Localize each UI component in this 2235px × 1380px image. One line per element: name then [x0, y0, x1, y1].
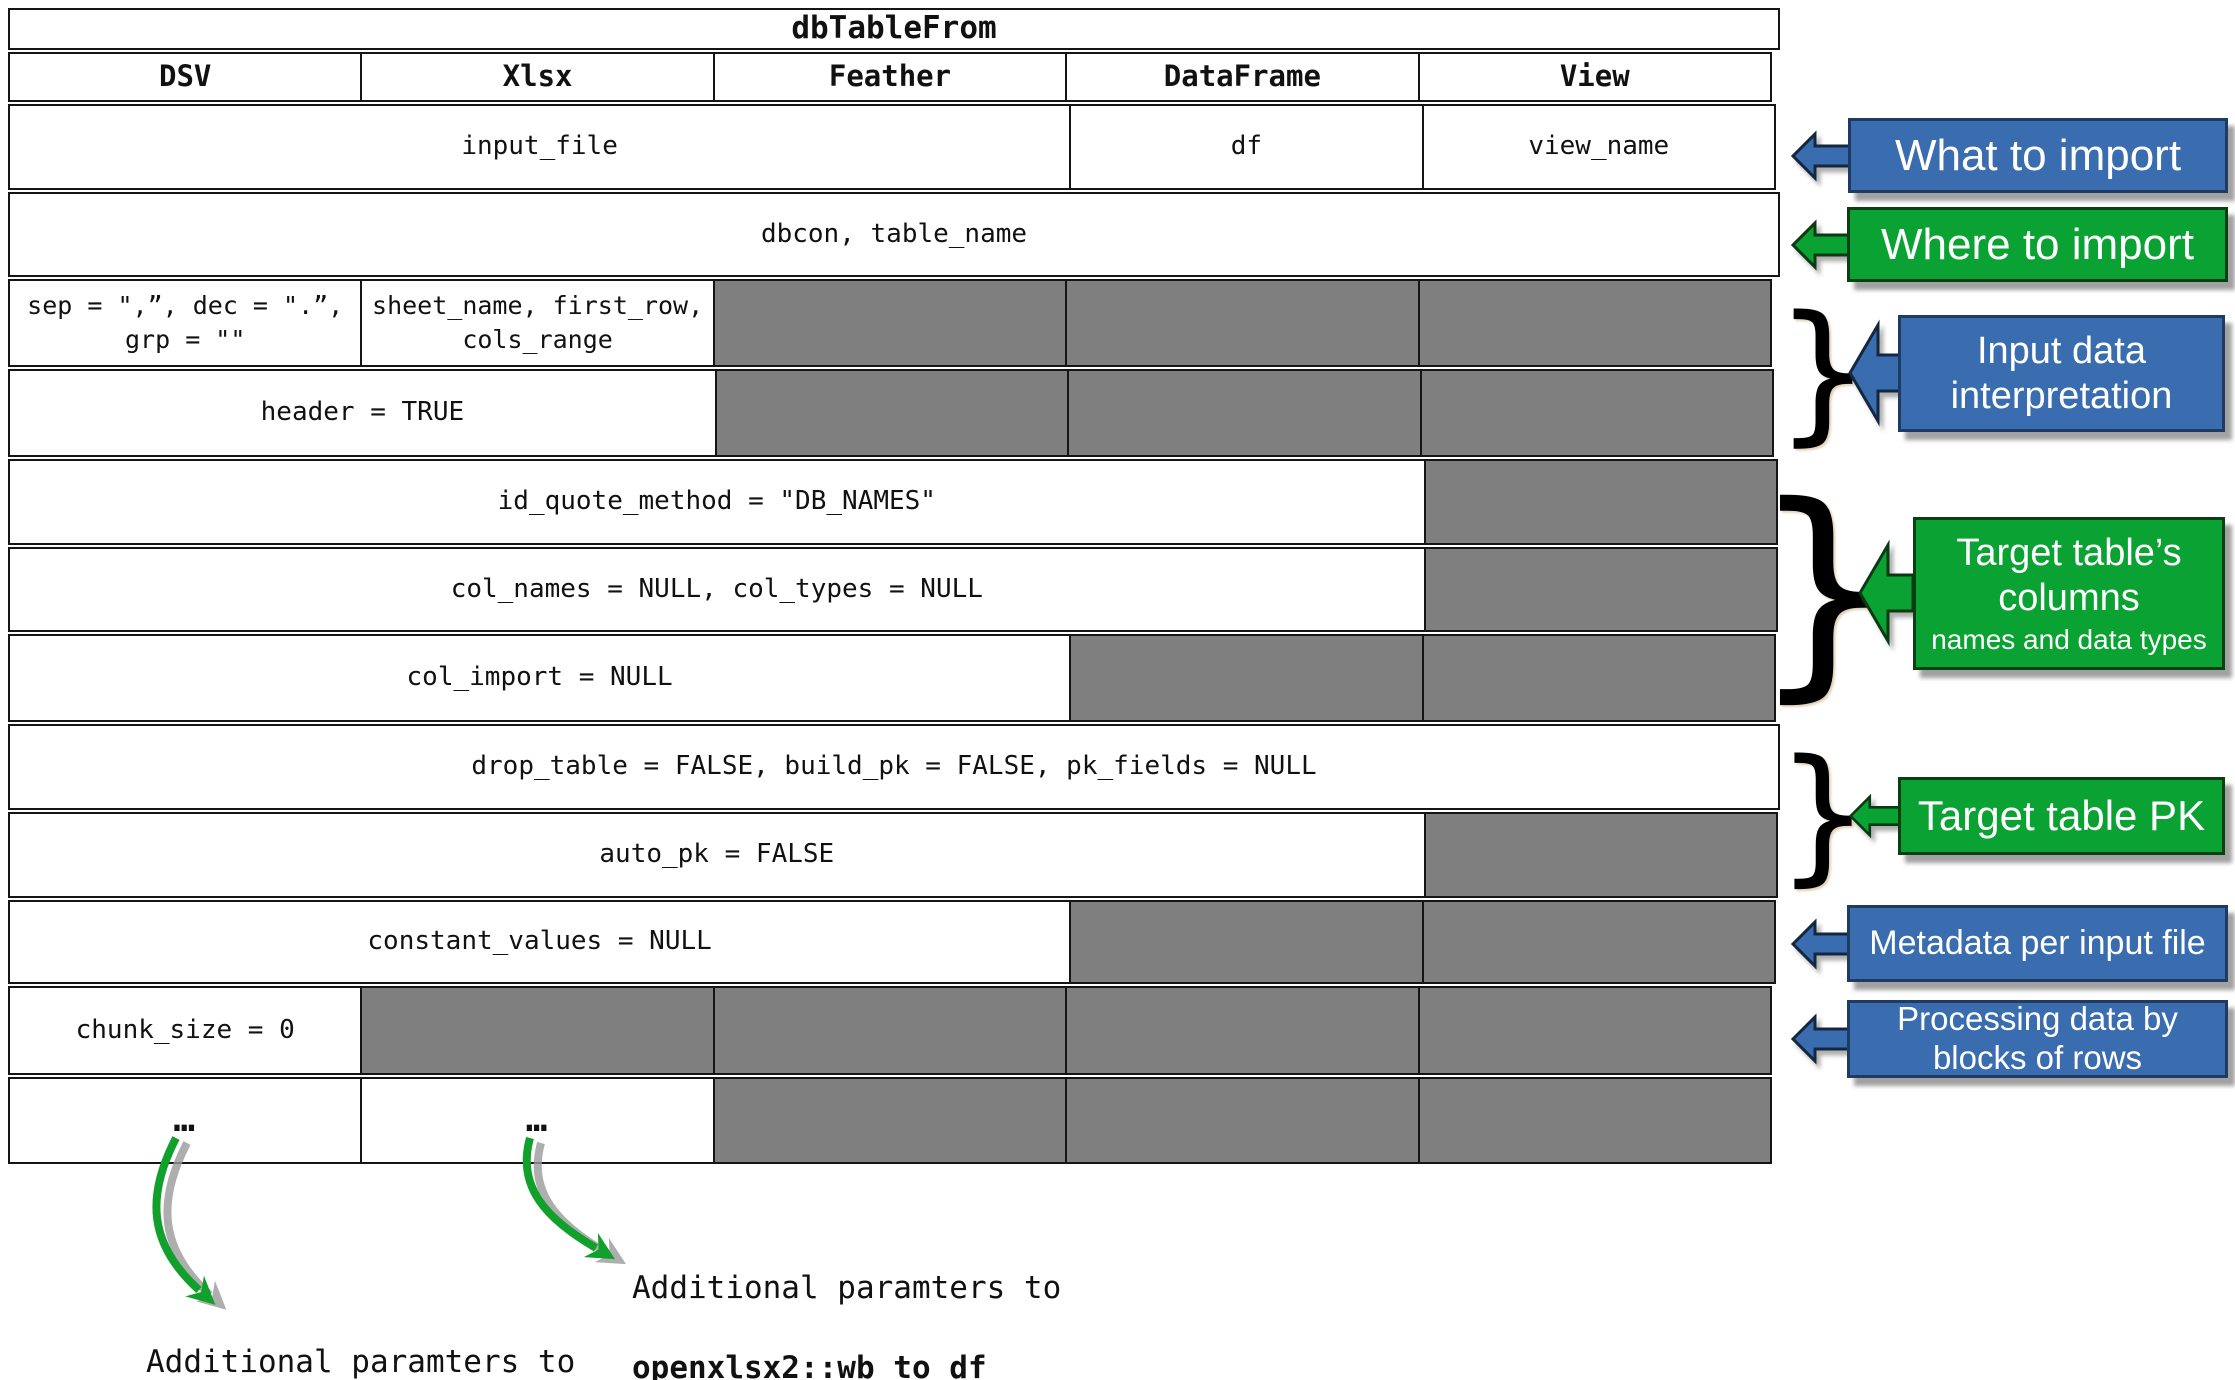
cell-df: df: [1069, 104, 1424, 190]
cell-gray: [1421, 634, 1776, 722]
cell-gray: [1423, 547, 1778, 632]
table-row: col_names = NULL, col_types = NULL: [8, 547, 1780, 632]
label-processing-blocks: Processing data by blocks of rows: [1847, 1000, 2228, 1078]
table-row: dbcon, table_name: [8, 192, 1780, 277]
cell-gray: [1423, 459, 1778, 545]
cell-gray: [360, 986, 715, 1075]
footnote-function: openxlsx2::wb_to_df: [632, 1350, 987, 1380]
cell-gray: [1421, 900, 1776, 984]
col-header-dataframe: DataFrame: [1065, 52, 1420, 102]
left-arrow-icon: [1848, 319, 1904, 427]
label-subtext: names and data types: [1931, 623, 2207, 655]
table-title: dbTableFrom: [8, 8, 1780, 50]
label-what-to-import: What to import: [1848, 118, 2228, 193]
cell-auto-pk: auto_pk = FALSE: [8, 812, 1426, 898]
cell-gray: [1065, 1077, 1420, 1164]
left-arrow-icon: [1848, 793, 1902, 839]
cell-id-quote-method: id_quote_method = "DB_NAMES": [8, 459, 1426, 545]
parameter-table: dbTableFrom DSV Xlsx Feather DataFrame V…: [8, 8, 1780, 1164]
label-text: What to import: [1894, 130, 2182, 180]
cell-input-file: input_file: [8, 104, 1072, 190]
left-arrow-icon: [1858, 539, 1914, 647]
cell-gray: [1069, 900, 1424, 984]
label-input-data-interpretation: Input data interpretation: [1898, 315, 2225, 432]
col-header-xlsx: Xlsx: [360, 52, 715, 102]
cell-col-import: col_import = NULL: [8, 634, 1072, 722]
left-arrow-icon: [1790, 130, 1852, 182]
table-row: drop_table = FALSE, build_pk = FALSE, pk…: [8, 724, 1780, 810]
table-row: input_file df view_name: [8, 104, 1780, 190]
cell-gray: [1419, 369, 1774, 457]
footnote-xlsx: Additional paramters to openxlsx2::wb_to…: [632, 1228, 1061, 1380]
cell-sheet-name-first-row: sheet_name, first_row, cols_range: [360, 279, 715, 367]
brace-icon: }: [1774, 283, 1872, 460]
table-row: header = TRUE: [8, 369, 1780, 457]
footnote-dsv: Additional paramters to base::scan: [146, 1302, 575, 1380]
table-row: dbTableFrom: [8, 8, 1780, 50]
cell-gray: [714, 369, 1070, 457]
footnote-text: Additional paramters to: [146, 1344, 576, 1380]
label-text: Target table PK: [1917, 792, 2206, 840]
cell-gray: [1423, 812, 1778, 898]
cell-drop-table-build-pk: drop_table = FALSE, build_pk = FALSE, pk…: [8, 724, 1780, 810]
cell-xlsx-ellipsis: …: [360, 1077, 715, 1164]
brace-icon: }: [1775, 728, 1871, 900]
cell-gray: [1417, 1077, 1772, 1164]
label-text: Metadata per input file: [1869, 924, 2206, 963]
table-row: col_import = NULL: [8, 634, 1780, 722]
cell-gray: [712, 1077, 1068, 1164]
col-header-view: View: [1417, 52, 1772, 102]
cell-dbcon-table-name: dbcon, table_name: [8, 192, 1780, 277]
table-row: constant_values = NULL: [8, 900, 1780, 984]
cell-header-true: header = TRUE: [8, 369, 717, 457]
brace-icon: }: [1751, 456, 1897, 722]
cell-sep-dec-grp: sep = ",”, dec = ".”, grp = "": [8, 279, 363, 367]
label-metadata-per-file: Metadata per input file: [1847, 905, 2228, 982]
table-row: id_quote_method = "DB_NAMES": [8, 459, 1780, 545]
label-text: Input data interpretation: [1950, 329, 2173, 417]
cell-gray: [1065, 986, 1420, 1075]
left-arrow-icon: [1790, 918, 1852, 970]
label-target-pk: Target table PK: [1898, 777, 2225, 855]
cell-gray: [712, 986, 1068, 1075]
table-row: … …: [8, 1077, 1780, 1164]
cell-gray: [1069, 634, 1424, 722]
cell-dsv-ellipsis: …: [8, 1077, 363, 1164]
left-arrow-icon: [1790, 219, 1852, 271]
col-header-feather: Feather: [712, 52, 1068, 102]
cell-gray: [1417, 986, 1772, 1075]
table-row: auto_pk = FALSE: [8, 812, 1780, 898]
table-row: DSV Xlsx Feather DataFrame View: [8, 52, 1780, 102]
label-where-to-import: Where to import: [1847, 207, 2228, 282]
col-header-dsv: DSV: [8, 52, 363, 102]
label-text: Processing data by blocks of rows: [1897, 1000, 2178, 1076]
cell-gray: [1417, 279, 1772, 367]
cell-gray: [1067, 369, 1422, 457]
table-row: sep = ",”, dec = ".”, grp = "" sheet_nam…: [8, 279, 1780, 367]
cell-gray: [712, 279, 1068, 367]
label-text: Where to import: [1881, 219, 2194, 269]
footnote-text: Additional paramters to: [632, 1270, 1062, 1306]
cell-chunk-size: chunk_size = 0: [8, 986, 363, 1075]
table-row: chunk_size = 0: [8, 986, 1780, 1075]
cell-gray: [1065, 279, 1420, 367]
label-text: Target table’s columns: [1956, 532, 2182, 619]
cell-col-names-types: col_names = NULL, col_types = NULL: [8, 547, 1426, 632]
cell-constant-values: constant_values = NULL: [8, 900, 1072, 984]
label-target-columns: Target table’s columns names and data ty…: [1913, 517, 2225, 670]
cell-view-name: view_name: [1421, 104, 1776, 190]
left-arrow-icon: [1790, 1013, 1852, 1065]
